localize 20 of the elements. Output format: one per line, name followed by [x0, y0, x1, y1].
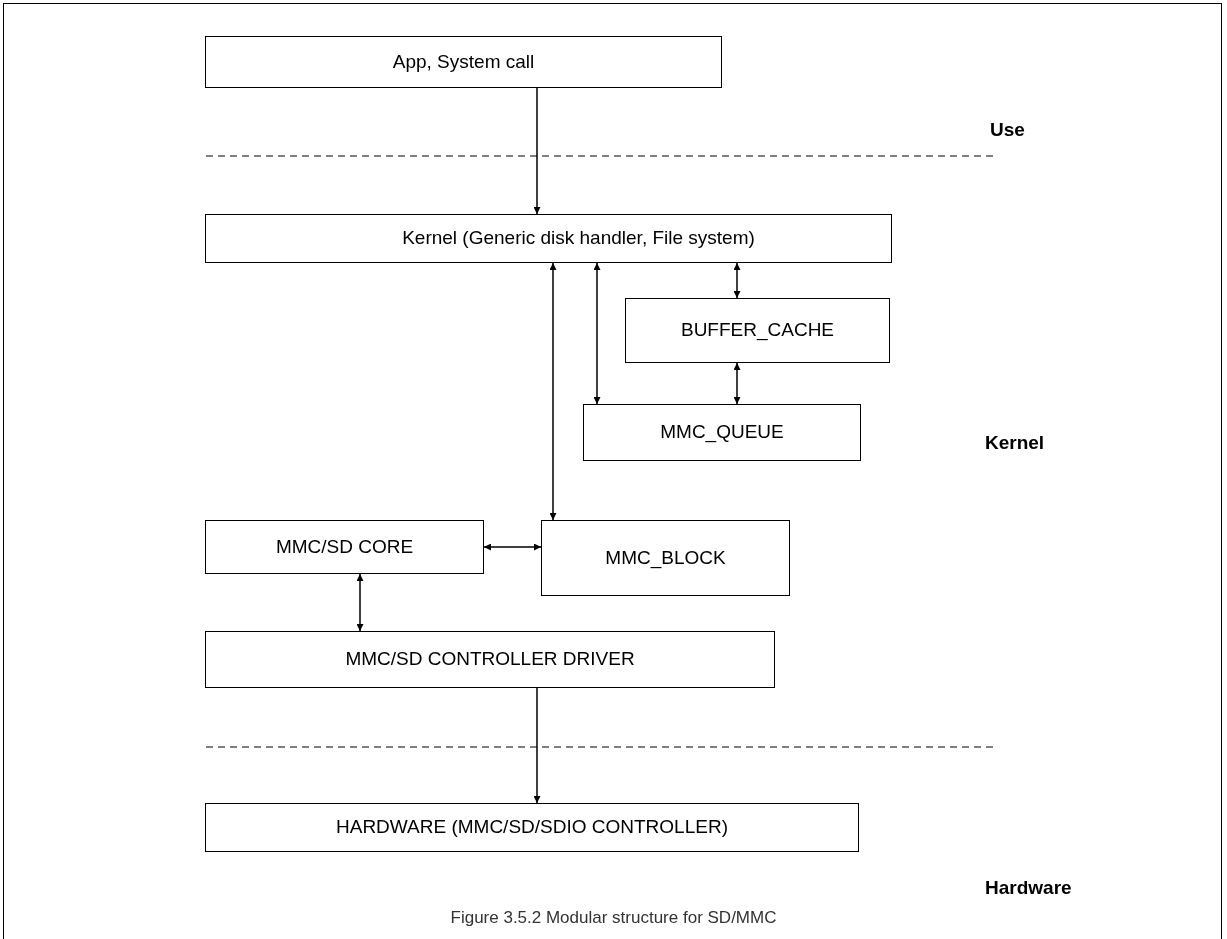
figure-caption: Figure 3.5.2 Modular structure for SD/MMC: [450, 907, 777, 929]
arrow: [733, 362, 741, 405]
arrow: [533, 87, 541, 215]
module-box: HARDWARE (MMC/SD/SDIO CONTROLLER): [205, 803, 859, 852]
arrow: [733, 262, 741, 299]
layer-label: Hardware: [985, 876, 1072, 900]
arrow: [593, 262, 601, 405]
module-box: BUFFER_CACHE: [625, 298, 890, 363]
module-box: Kernel (Generic disk handler, File system): [205, 214, 892, 263]
arrow: [549, 262, 557, 521]
module-box: MMC/SD CORE: [205, 520, 484, 574]
module-box: MMC/SD CONTROLLER DRIVER: [205, 631, 775, 688]
module-box: App, System call: [205, 36, 722, 88]
arrow: [533, 687, 541, 804]
module-box: MMC_BLOCK: [541, 520, 790, 596]
arrow: [483, 543, 542, 551]
arrow: [356, 573, 364, 632]
layer-label: Use: [990, 118, 1025, 142]
layer-label: Kernel: [985, 431, 1045, 455]
module-box: MMC_QUEUE: [583, 404, 861, 461]
